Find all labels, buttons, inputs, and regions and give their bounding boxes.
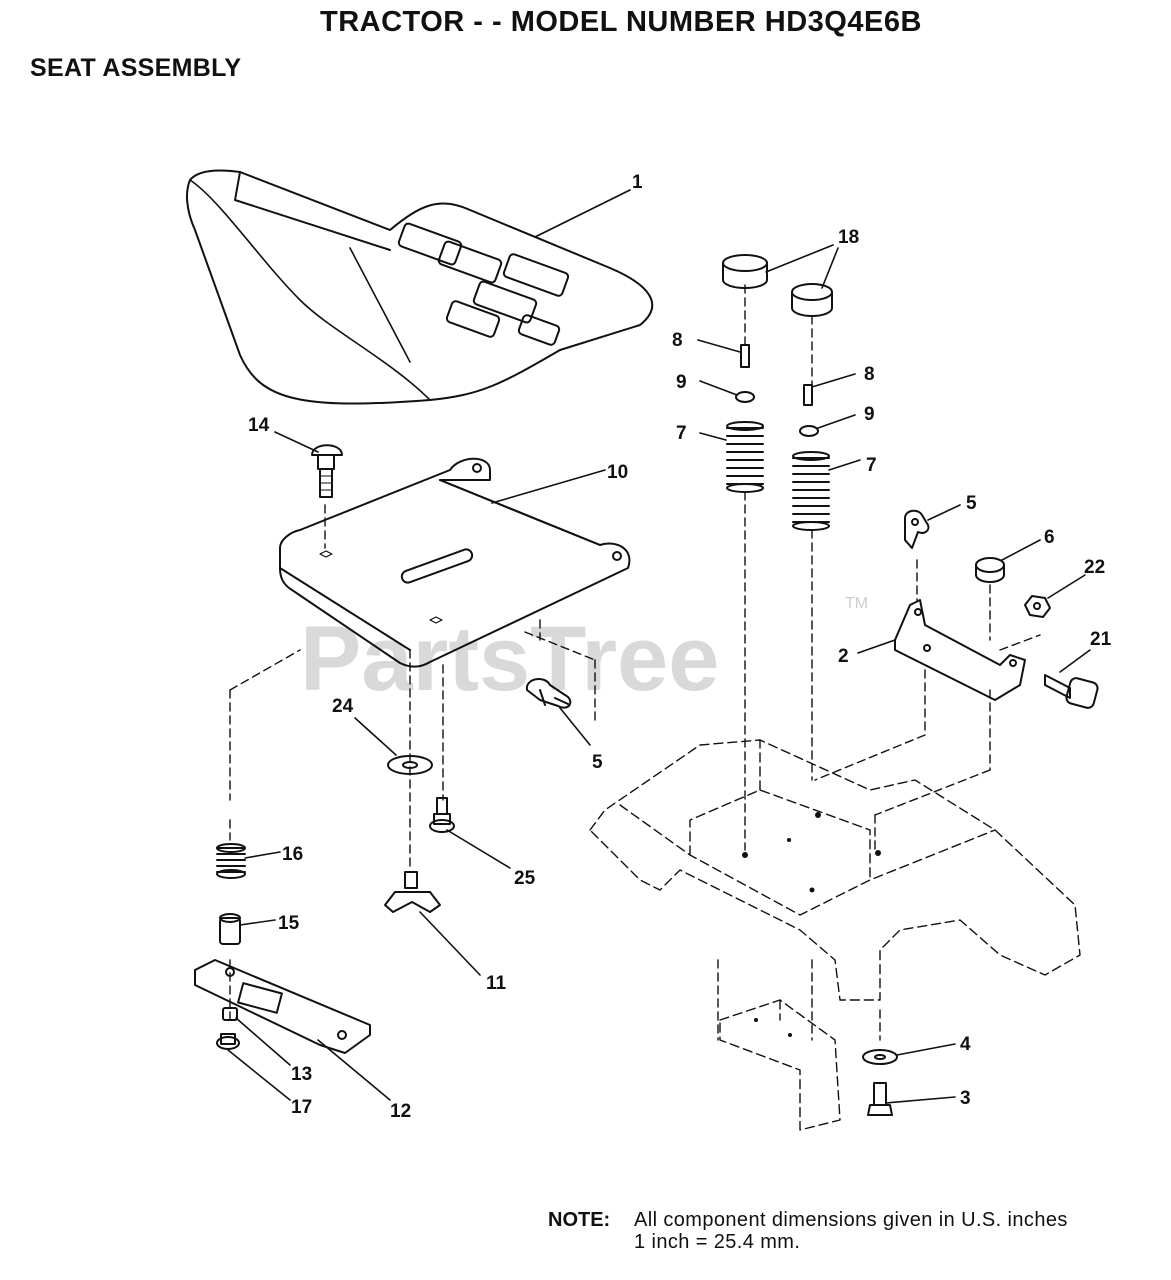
callout-21: 21 — [1090, 629, 1112, 650]
callout-9-left: 9 — [676, 372, 687, 393]
callout-7-right: 7 — [866, 455, 877, 476]
screw-right-part[interactable] — [803, 384, 813, 406]
frame-washer-part[interactable] — [862, 1049, 898, 1065]
hex-nut-part[interactable] — [222, 1007, 238, 1021]
dimension-note: NOTE: All component dimensions given in U… — [548, 1209, 1068, 1253]
spring-right-part[interactable] — [792, 451, 830, 531]
watermark-trademark: TM — [845, 595, 868, 612]
seat-cushion-part[interactable] — [186, 169, 654, 405]
spacer-bushing-part[interactable] — [219, 913, 241, 945]
frame-bolt-part[interactable] — [867, 1082, 893, 1116]
callout-24: 24 — [332, 696, 354, 717]
callout-10: 10 — [607, 462, 628, 483]
note-label: NOTE: — [548, 1209, 611, 1231]
callout-5-left: 5 — [592, 752, 603, 773]
spring-left-part[interactable] — [726, 421, 764, 493]
callout-8-right: 8 — [864, 364, 875, 385]
adjustment-bolt-part[interactable] — [1044, 674, 1099, 709]
shoulder-bolt-part[interactable] — [429, 797, 455, 833]
callout-3: 3 — [960, 1088, 971, 1109]
carriage-bolt-part[interactable] — [311, 444, 343, 498]
seat-pan-part[interactable] — [279, 457, 631, 668]
flange-nut-part[interactable] — [975, 557, 1005, 583]
washer-left-part[interactable] — [735, 391, 755, 403]
clip-left-part[interactable] — [525, 678, 572, 709]
page-title: TRACTOR - - MODEL NUMBER HD3Q4E6B — [320, 6, 922, 38]
callout-1: 1 — [632, 172, 643, 193]
callout-18: 18 — [838, 227, 859, 248]
callout-14: 14 — [248, 415, 270, 436]
callout-15: 15 — [278, 913, 300, 934]
clip-right-part[interactable] — [904, 509, 930, 549]
callout-7-left: 7 — [676, 423, 687, 444]
flat-washer-part[interactable] — [387, 755, 433, 775]
callout-12: 12 — [390, 1101, 411, 1122]
callout-9-right: 9 — [864, 404, 875, 425]
callout-2: 2 — [838, 646, 849, 667]
hex-nut-small-part[interactable] — [1024, 595, 1051, 618]
rubber-bumper-left-part[interactable] — [722, 254, 768, 289]
slide-bracket-part[interactable] — [194, 959, 371, 1054]
adjustment-knob-part[interactable] — [384, 871, 441, 913]
note-line-2: 1 inch = 25.4 mm. — [634, 1231, 801, 1253]
seat-spring-part[interactable] — [216, 843, 246, 879]
section-heading: SEAT ASSEMBLY — [30, 54, 242, 82]
callout-22: 22 — [1084, 557, 1105, 578]
callout-25: 25 — [514, 868, 536, 889]
callout-5-right: 5 — [966, 493, 977, 514]
note-line-1: All component dimensions given in U.S. i… — [634, 1209, 1068, 1231]
pivot-bracket-part[interactable] — [894, 599, 1026, 701]
callout-16: 16 — [282, 844, 303, 865]
washer-right-part[interactable] — [799, 425, 819, 437]
callout-6: 6 — [1044, 527, 1055, 548]
tractor-frame-outline — [589, 739, 1081, 1131]
screw-left-part[interactable] — [740, 344, 750, 368]
lock-nut-part[interactable] — [216, 1033, 240, 1050]
callout-8-left: 8 — [672, 330, 683, 351]
callout-17: 17 — [291, 1097, 312, 1118]
callout-4: 4 — [960, 1034, 971, 1055]
callout-11: 11 — [486, 973, 507, 994]
callout-13: 13 — [291, 1064, 312, 1085]
rubber-bumper-right-part[interactable] — [791, 283, 833, 317]
